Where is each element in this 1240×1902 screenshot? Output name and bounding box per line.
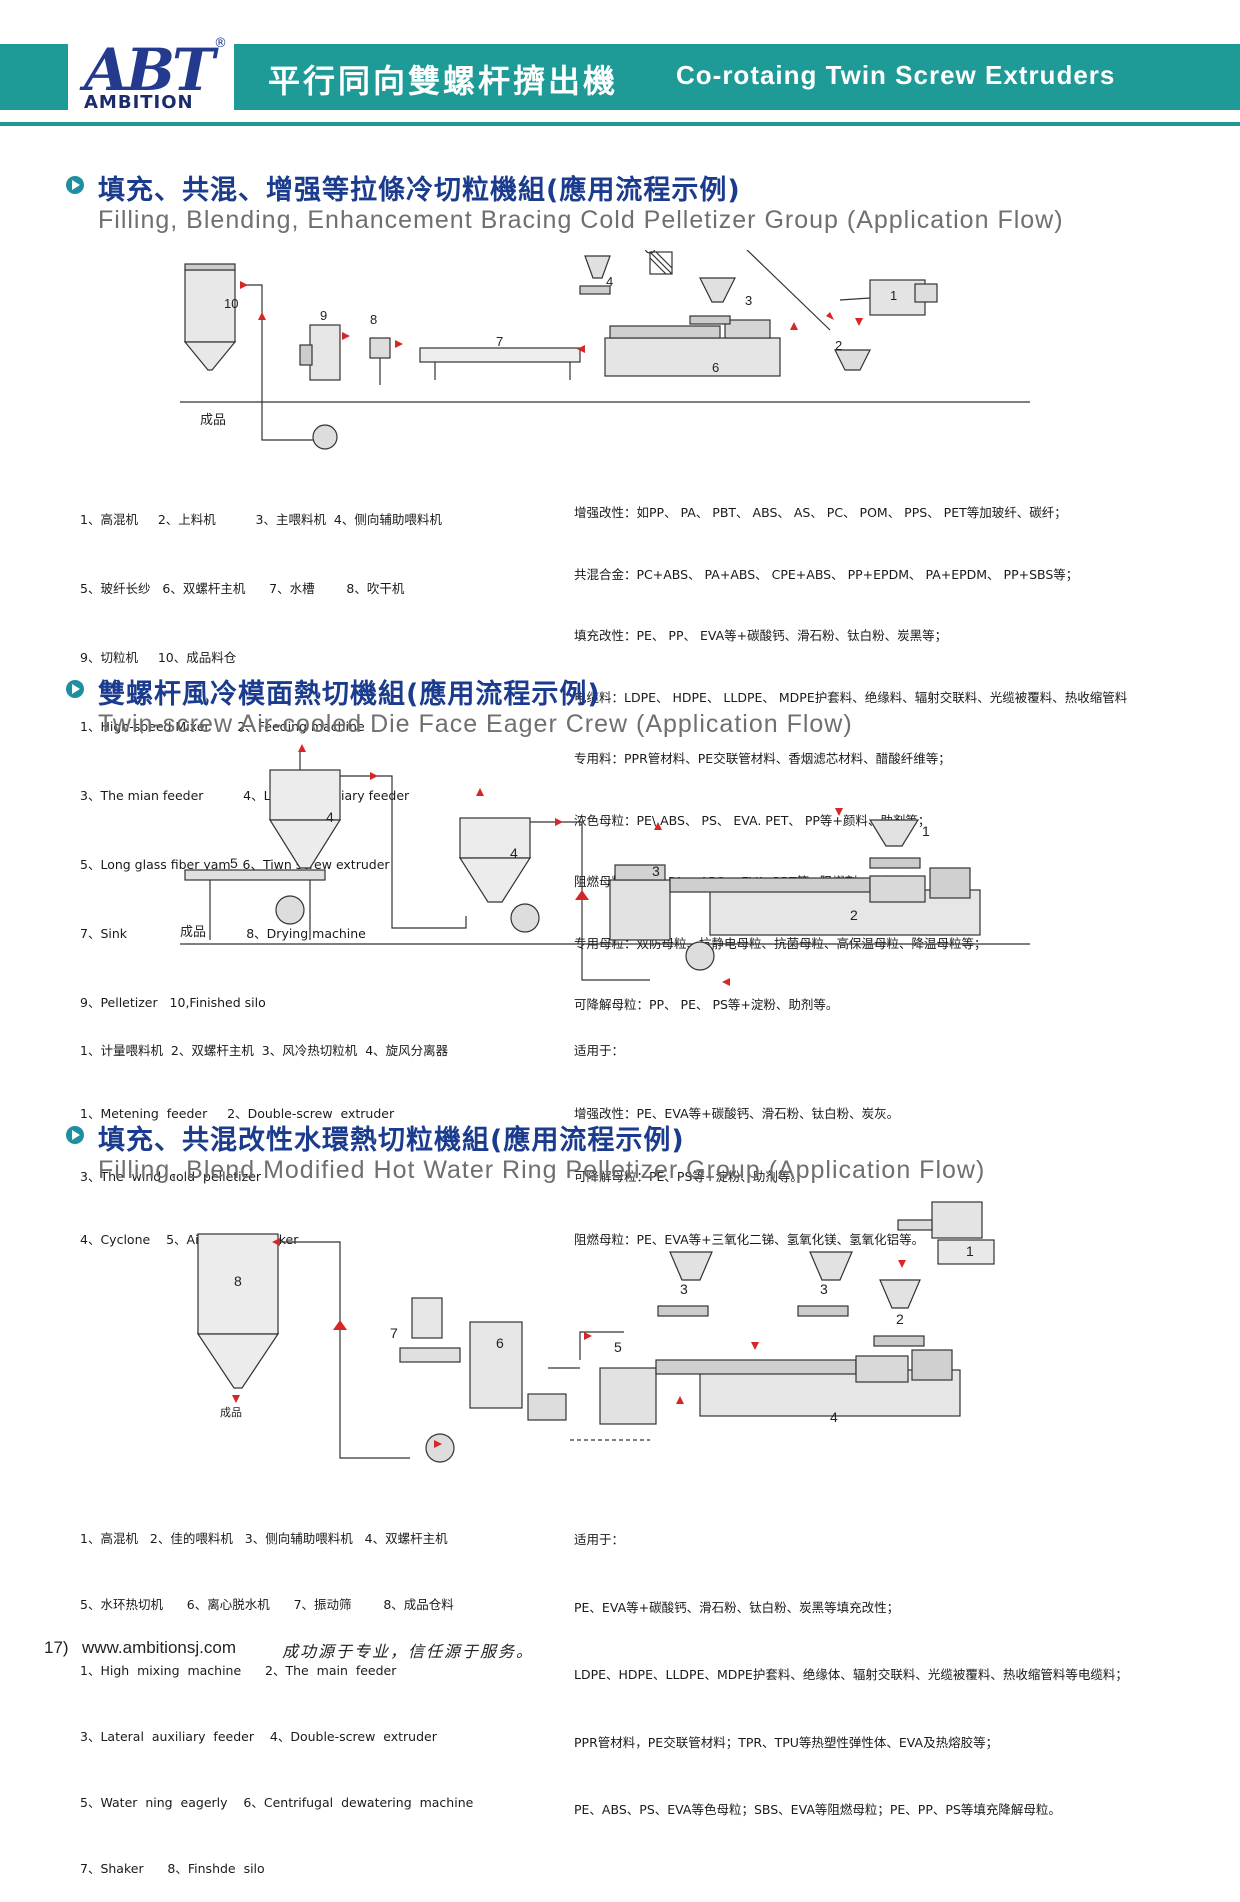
svg-text:3: 3 xyxy=(745,293,752,308)
section1-flow-diagram: 10 9 8 7 6 5 4 3 2 1 成品 xyxy=(180,250,1030,450)
legend-line: 3、Lateral auxiliary feeder 4、Double-scre… xyxy=(80,1729,437,1744)
logo-background xyxy=(68,36,234,116)
svg-text:3: 3 xyxy=(820,1281,828,1297)
legend-line: 5、玻纤长纱 6、双螺杆主机 7、水槽 8、吹干机 xyxy=(80,581,405,596)
legend-line: 1、High-speed Mixer 2、Feeding machine xyxy=(80,719,365,734)
svg-text:6: 6 xyxy=(712,360,719,375)
application-line: 共混合金：PC+ABS、 PA+ABS、 CPE+ABS、 PP+EPDM、 P… xyxy=(574,566,1079,582)
page-title-cn: 平行同向雙螺杆擠出機 xyxy=(268,62,619,100)
svg-text:5: 5 xyxy=(675,250,682,253)
application-line: 阻燃母粒：PE、EVA等+三氧化二锑、氢氧化镁、氢氧化铝等。 xyxy=(574,1232,925,1247)
svg-text:4: 4 xyxy=(326,809,334,825)
page-title-en: Co-rotaing Twin Screw Extruders xyxy=(676,60,1116,90)
application-line: 增强改性：如PP、 PA、 PBT、 ABS、 AS、 PC、 POM、 PPS… xyxy=(574,505,1067,520)
svg-text:4: 4 xyxy=(510,845,518,861)
legend-line: 9、切粒机 10、成品料仓 xyxy=(80,650,237,665)
application-line: 可降解母粒：PE、PS等+淀粉、助剂等。 xyxy=(574,1169,803,1184)
application-line: 可降解母粒：PP、 PE、 PS等+淀粉、助剂等。 xyxy=(574,997,839,1012)
page-number: 17) xyxy=(44,1638,69,1657)
svg-text:5: 5 xyxy=(230,855,238,871)
application-line: LDPE、HDPE、LLDPE、MDPE护套料、绝缘体、辐射交联料、光缆被覆料、… xyxy=(574,1667,1128,1682)
svg-text:6: 6 xyxy=(496,1335,504,1351)
legend-line: 5、Water ning eagerly 6、Centrifugal dewat… xyxy=(80,1795,474,1810)
legend-line: 1、High mixing machine 2、The main feeder xyxy=(80,1663,397,1678)
section3-legend: 1、高混机 2、佳的喂料机 3、侧向辅助喂料机 4、双螺杆主机 5、水环热切机 … xyxy=(80,1484,473,1902)
legend-line: 1、高混机 2、上料机 3、主喂料机 4、侧向辅助喂料机 xyxy=(80,512,442,527)
svg-text:10: 10 xyxy=(224,296,238,311)
svg-text:8: 8 xyxy=(370,312,377,327)
section2-legend: 1、计量喂料机 2、双螺杆主机 3、风冷热切粒机 4、旋风分离器 1、Meten… xyxy=(80,998,448,1271)
svg-text:7: 7 xyxy=(390,1325,398,1341)
legend-line: 7、Shaker 8、Finshde silo xyxy=(80,1861,265,1876)
legend-line: 9、Pelletizer 10,Finished silo xyxy=(80,995,266,1010)
svg-text:2: 2 xyxy=(850,907,858,923)
section2-flow-diagram: 4 4 5 3 2 1 成品 xyxy=(180,744,1030,986)
application-line: 填充改性：PE、 PP、 EVA等+碳酸钙、滑石粉、钛白粉、炭黑等； xyxy=(574,628,948,643)
application-line: 专用料：PPR管材料、PE交联管材料、香烟滤芯材料、醋酸纤维等； xyxy=(574,751,951,766)
svg-text:4: 4 xyxy=(830,1409,838,1425)
svg-text:1: 1 xyxy=(922,823,930,839)
section2-applications: 适用于： 增强改性：PE、EVA等+碳酸钙、滑石粉、钛白粉、炭灰。 可降解母粒：… xyxy=(574,998,924,1271)
section3-title-en: Filling, Blend Modified Hot Water Ring P… xyxy=(98,1156,986,1184)
svg-text:3: 3 xyxy=(680,1281,688,1297)
svg-text:3: 3 xyxy=(652,863,660,879)
logo-registered-mark: ® xyxy=(214,36,227,51)
svg-text:4: 4 xyxy=(606,274,613,289)
legend-line: 1、计量喂料机 2、双螺杆主机 3、风冷热切粒机 4、旋风分离器 xyxy=(80,1043,449,1058)
logo: ABT xyxy=(84,36,215,104)
footer-url[interactable]: www.ambitionsj.com xyxy=(82,1638,236,1657)
application-line: PE、ABS、PS、EVA等色母粒；SBS、EVA等阻燃母粒；PE、PP、PS等… xyxy=(574,1802,1061,1817)
header-rule xyxy=(0,122,1240,126)
section1-title-en: Filling, Blending, Enhancement Bracing C… xyxy=(98,206,1064,234)
application-line: 专用母粒：双防母粒、抗静电母粒、抗菌母粒、高保温母粒、降温母粒等； xyxy=(574,935,987,951)
section3-flow-diagram: 8 7 6 5 4 3 3 2 1 成品 xyxy=(196,1201,995,1463)
application-line: 增强改性：PE、EVA等+碳酸钙、滑石粉、钛白粉、炭灰。 xyxy=(574,1106,900,1121)
section-bullet-icon xyxy=(66,1126,84,1144)
svg-text:2: 2 xyxy=(835,338,842,353)
svg-text:7: 7 xyxy=(496,334,503,349)
svg-text:1: 1 xyxy=(966,1243,974,1259)
svg-text:1: 1 xyxy=(890,288,897,303)
legend-line: 1、高混机 2、佳的喂料机 3、侧向辅助喂料机 4、双螺杆主机 xyxy=(80,1531,448,1546)
section2-title-cn: 雙螺杆風冷模面熱切機組(應用流程示例) xyxy=(98,679,601,710)
legend-line: 3、The wind cold pelletizer xyxy=(80,1169,262,1184)
footer-slogan: 成功源于专业，信任源于服务。 xyxy=(282,1642,535,1661)
section2-title-en: Twin-screw Air-cooled Die Face Eager Cre… xyxy=(98,710,853,738)
application-line: PPR管材料，PE交联管材料；TPR、TPU等热塑性弹性体、EVA及热熔胶等； xyxy=(574,1734,999,1750)
application-line: 电缆料：LDPE、 HDPE、 LLDPE、 MDPE护套料、绝缘料、辐射交联料… xyxy=(574,689,1128,705)
svg-text:5: 5 xyxy=(614,1339,622,1355)
application-line: 适用于： xyxy=(574,1043,625,1058)
application-line: PE、EVA等+碳酸钙、滑石粉、钛白粉、炭黑等填充改性； xyxy=(574,1599,900,1615)
diagram-output-label: 成品 xyxy=(200,412,226,427)
diagram-output-label: 成品 xyxy=(180,924,206,939)
legend-line: 1、Metening feeder 2、Double-screw extrude… xyxy=(80,1106,395,1121)
section-bullet-icon xyxy=(66,680,84,698)
logo-subtitle: AMBITION xyxy=(84,92,194,113)
legend-line: 5、水环热切机 6、离心脱水机 7、振动筛 8、成品仓料 xyxy=(80,1597,454,1612)
section3-applications: 适用于： PE、EVA等+碳酸钙、滑石粉、钛白粉、炭黑等填充改性； LDPE、H… xyxy=(574,1484,1128,1844)
svg-text:2: 2 xyxy=(896,1311,904,1327)
diagram-output-label: 成品 xyxy=(220,1406,242,1419)
svg-text:8: 8 xyxy=(234,1273,242,1289)
section1-legend: 1、高混机 2、上料机 3、主喂料机 4、侧向辅助喂料机 5、玻纤长纱 6、双螺… xyxy=(80,462,442,1037)
application-line: 浓色母粒：PE\ ABS、 PS、 EVA. PET、 PP等+颜料、助剂等； xyxy=(574,812,931,828)
section-bullet-icon xyxy=(66,176,84,194)
section3-title-cn: 填充、共混改性水環熱切粒機組(應用流程示例) xyxy=(98,1125,685,1156)
application-line: 适用于： xyxy=(574,1532,625,1547)
svg-text:9: 9 xyxy=(320,308,327,323)
section1-title-cn: 填充、共混、增强等拉條冷切粒機組(應用流程示例) xyxy=(98,175,741,206)
legend-line: 7、Sink 8、Drying machine xyxy=(80,926,366,941)
